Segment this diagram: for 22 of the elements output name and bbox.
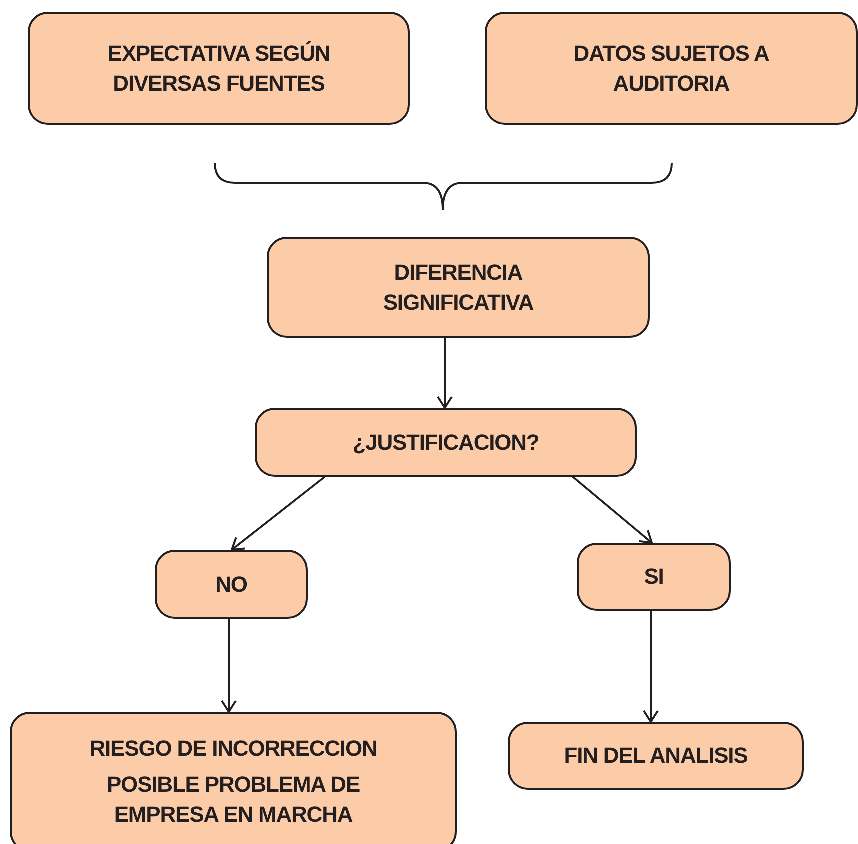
process-box [577,543,731,611]
process-box [155,550,308,619]
process-box [10,712,457,844]
arrow [437,338,453,409]
arrow [572,476,653,544]
arrow [221,619,237,713]
box-label: FIN DEL ANALISIS [564,742,748,770]
arrow [643,611,659,723]
process-box [267,237,650,338]
box-label: EXPECTATIVA SEGÚN DIVERSAS FUENTES [106,40,332,98]
process-box [508,722,804,790]
box-label: DATOS SUJETOS A AUDITORIA [572,40,770,98]
box-label: RIESGO DE INCORRECCION [90,735,378,763]
arrow [231,476,326,551]
box-label: DIFERENCIA SIGNIFICATIVA [382,258,535,316]
process-box [255,408,637,477]
box-label: POSIBLE PROBLEMA DE EMPRESA EN MARCHA [106,771,362,829]
box-label: SI [644,563,664,591]
process-box [28,12,410,125]
box-label: ¿JUSTIFICACION? [352,428,540,456]
box-label: NO [216,570,248,598]
process-box [485,12,858,125]
